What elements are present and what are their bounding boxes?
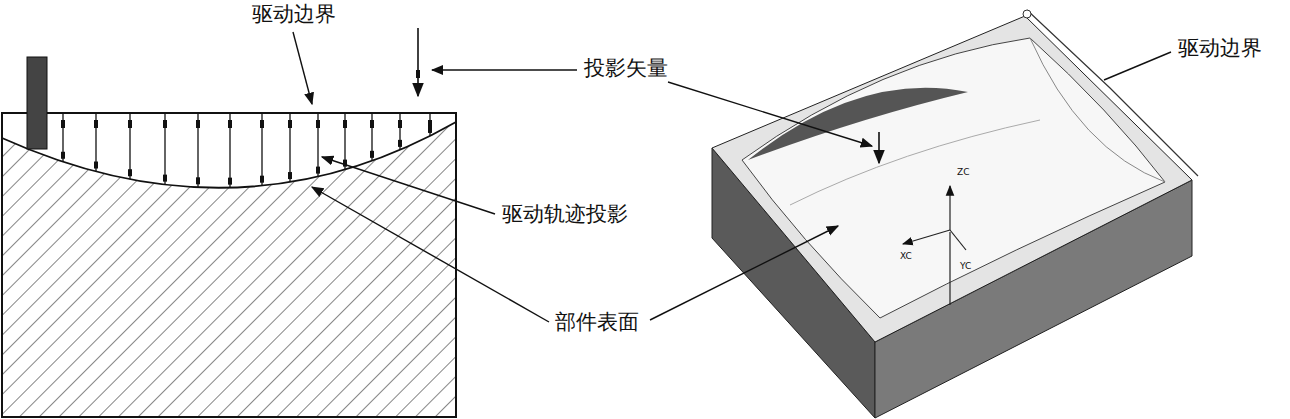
projected-point — [94, 162, 98, 169]
stock-outline — [2, 113, 456, 417]
leader-line — [1104, 52, 1171, 80]
projection-vector-arrow — [878, 132, 880, 163]
axis-label: ZC — [955, 167, 971, 177]
drive-point — [128, 120, 132, 128]
projected-point — [398, 140, 402, 147]
shaded-wall — [748, 88, 968, 160]
drive-point — [163, 120, 167, 128]
projected-point — [61, 152, 65, 159]
projected-point — [428, 126, 432, 133]
drive-point — [196, 120, 200, 128]
pocket-edge — [1030, 38, 1165, 182]
axis-label: XC — [898, 251, 914, 261]
part-surface-curve — [2, 122, 456, 188]
hatched-material — [2, 122, 456, 417]
cutting-tool — [27, 57, 47, 149]
drive-point — [398, 120, 402, 128]
callout-label: 驱动边界 — [250, 2, 338, 26]
drive-point — [343, 120, 347, 128]
drive-boundary-line — [1027, 10, 1198, 176]
projected-point — [128, 169, 132, 176]
drive-point — [61, 120, 65, 128]
drive-point — [370, 120, 374, 128]
drive-point — [228, 120, 232, 128]
leader-line — [650, 226, 838, 320]
projected-point — [163, 175, 167, 182]
xc-axis — [903, 230, 950, 244]
callout-label: 部件表面 — [553, 310, 641, 334]
boundary-point — [1023, 10, 1031, 18]
drive-point — [316, 120, 320, 128]
callout-label: 驱动边界 — [1176, 36, 1264, 60]
projection-vector-arrow — [417, 28, 419, 96]
drive-point — [94, 120, 98, 128]
solid-view — [712, 10, 1198, 418]
axis-label: YC — [958, 261, 973, 271]
callout-label: 投影矢量 — [582, 56, 670, 80]
callout-label: 驱动轨迹投影 — [500, 202, 630, 226]
section-view — [2, 28, 456, 417]
yc-axis — [950, 230, 966, 250]
zc-axis — [949, 186, 950, 230]
drive-point — [260, 120, 264, 128]
vertical-axis — [949, 232, 950, 305]
projected-point — [316, 167, 320, 174]
projected-point — [228, 178, 232, 185]
vector-mark — [416, 70, 420, 78]
projected-point — [370, 151, 374, 158]
projected-point — [196, 177, 200, 184]
leader-line — [432, 69, 577, 70]
projection-lines — [61, 113, 432, 188]
drive-point — [288, 120, 292, 128]
leader-line — [322, 157, 495, 214]
leader-line — [293, 32, 312, 104]
leader-line — [668, 82, 872, 146]
projected-point — [288, 172, 292, 179]
leader-lines — [293, 32, 1171, 322]
top-face — [712, 16, 1192, 342]
projected-point — [260, 176, 264, 183]
